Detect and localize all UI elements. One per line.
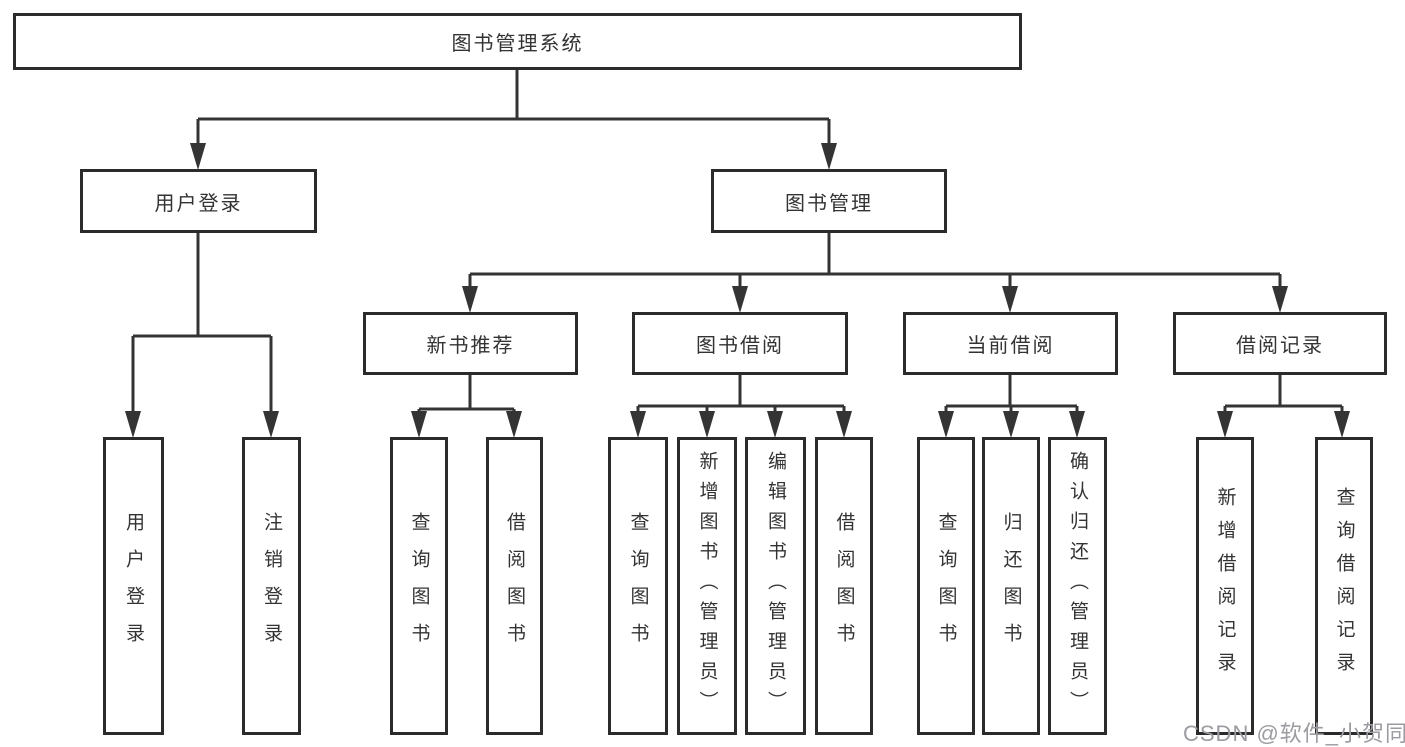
node-book-borrowing: 图书借阅 [632,312,848,375]
leaf-query-books-current: 查询图书 [917,437,975,735]
arrowhead [125,411,141,438]
leaf-add-borrow-record-label: 新增借阅记录 [1214,487,1236,685]
arrowhead [506,411,522,438]
leaf-borrow-books-recommend: 借阅图书 [486,437,543,735]
leaf-edit-books-admin-label: 编辑图书（管理员） [765,451,786,721]
arrowhead [630,411,646,438]
node-current-borrowing: 当前借阅 [903,312,1118,375]
leaf-user-login: 用户登录 [103,437,164,735]
connector-borrow-to-leaves [636,375,846,412]
arrowhead [767,411,783,438]
arrowhead [732,286,748,313]
arrowhead [190,143,206,170]
node-root-label: 图书管理系统 [451,33,584,55]
node-borrowing-records-label: 借阅记录 [1236,335,1324,357]
arrowhead [938,411,954,438]
leaf-add-books-admin: 新增图书（管理员） [677,437,737,735]
node-new-book-recommendation: 新书推荐 [363,312,578,375]
leaf-add-books-admin-label: 新增图书（管理员） [696,451,718,721]
leaf-confirm-return-admin-label: 确认归还（管理员） [1067,451,1088,721]
leaf-logout-label: 注销登录 [261,512,282,660]
leaf-query-borrow-record-label: 查询借阅记录 [1333,487,1355,685]
node-current-borrowing-label: 当前借阅 [966,335,1055,357]
arrowhead [1003,411,1019,438]
leaf-return-books: 归还图书 [982,437,1040,735]
arrowhead [263,411,279,438]
node-user-login: 用户登录 [80,169,317,233]
leaf-confirm-return-admin: 确认归还（管理员） [1048,437,1107,735]
connector-newbook-to-leaves [417,375,516,412]
node-root: 图书管理系统 [13,13,1022,70]
connector-root-to-level2 [196,70,831,144]
arrowhead [821,143,837,170]
connector-userlogin-to-leaves [131,233,273,412]
arrowhead [411,411,427,438]
arrowhead [462,286,478,313]
arrowhead [699,411,715,438]
leaf-query-books-borrow: 查询图书 [608,437,668,735]
leaf-query-books-current-label: 查询图书 [935,512,957,660]
leaf-query-books-recommend-label: 查询图书 [408,512,430,660]
leaf-return-books-label: 归还图书 [1000,512,1022,660]
node-book-management: 图书管理 [711,169,947,233]
leaf-edit-books-admin: 编辑图书（管理员） [745,437,806,735]
arrowhead [1334,411,1350,438]
arrowhead [836,411,852,438]
arrowhead [1002,286,1018,313]
arrowhead [1069,411,1085,438]
node-user-login-label: 用户登录 [154,192,243,215]
leaf-query-books-recommend: 查询图书 [390,437,448,735]
connector-current-to-leaves [944,375,1079,412]
leaf-borrow-books-label: 借阅图书 [833,512,855,660]
leaf-query-books-borrow-label: 查询图书 [627,512,649,660]
leaf-user-login-label: 用户登录 [123,512,144,660]
node-book-borrowing-label: 图书借阅 [696,335,784,357]
arrowhead [1217,411,1233,438]
leaf-logout: 注销登录 [242,437,301,735]
arrowhead [1272,286,1288,313]
node-book-management-label: 图书管理 [785,192,873,215]
connector-bookmgmt-to-level3 [468,233,1282,287]
node-new-book-recommendation-label: 新书推荐 [426,335,515,357]
watermark: CSDN @软件_小贺同学 [1183,721,1405,746]
leaf-query-borrow-record: 查询借阅记录 [1315,437,1373,735]
leaf-borrow-books-recommend-label: 借阅图书 [504,512,525,660]
leaf-add-borrow-record: 新增借阅记录 [1196,437,1254,735]
node-borrowing-records: 借阅记录 [1173,312,1387,375]
connector-records-to-leaves [1223,375,1344,412]
leaf-borrow-books: 借阅图书 [815,437,873,735]
